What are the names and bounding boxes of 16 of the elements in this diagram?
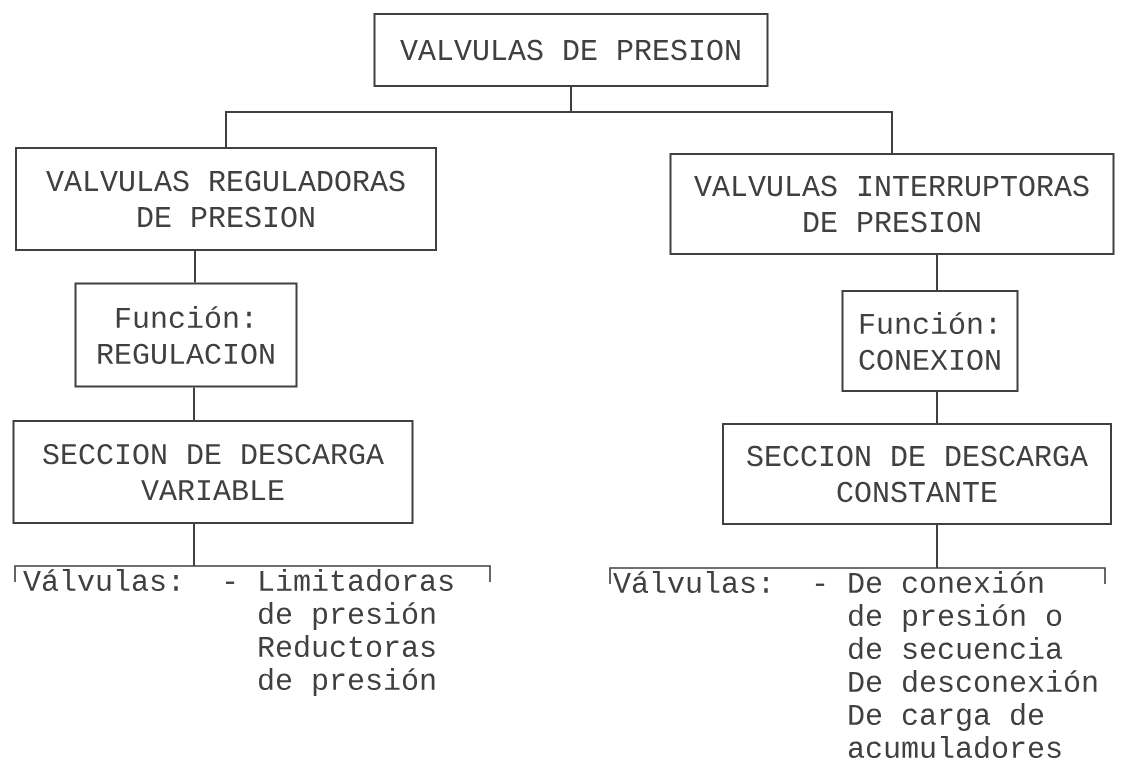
box: VALVULAS REGULADORAS DE PRESION [15, 147, 437, 251]
connector [193, 386, 195, 421]
box: SECCION DE DESCARGA VARIABLE [12, 420, 414, 524]
box: VALVULAS DE PRESION [373, 13, 769, 87]
connector [936, 391, 938, 424]
box: Función: CONEXION [841, 290, 1019, 392]
box: SECCION DE DESCARGA CONSTANTE [722, 423, 1112, 525]
box: VALVULAS INTERRUPTORAS DE PRESION [669, 153, 1115, 255]
connector [194, 250, 196, 284]
connector [936, 254, 938, 291]
connector [193, 523, 195, 567]
connector [936, 524, 938, 569]
valve-list: Válvulas: - De conexión de presión o de secuencia De desconexión De carga de acumuladores [613, 571, 1097, 759]
valve-list: Válvulas: - Limitadoras de presión Reductoras de presión [23, 569, 453, 696]
connector [570, 86, 893, 154]
box: Función: REGULACION [74, 282, 298, 388]
